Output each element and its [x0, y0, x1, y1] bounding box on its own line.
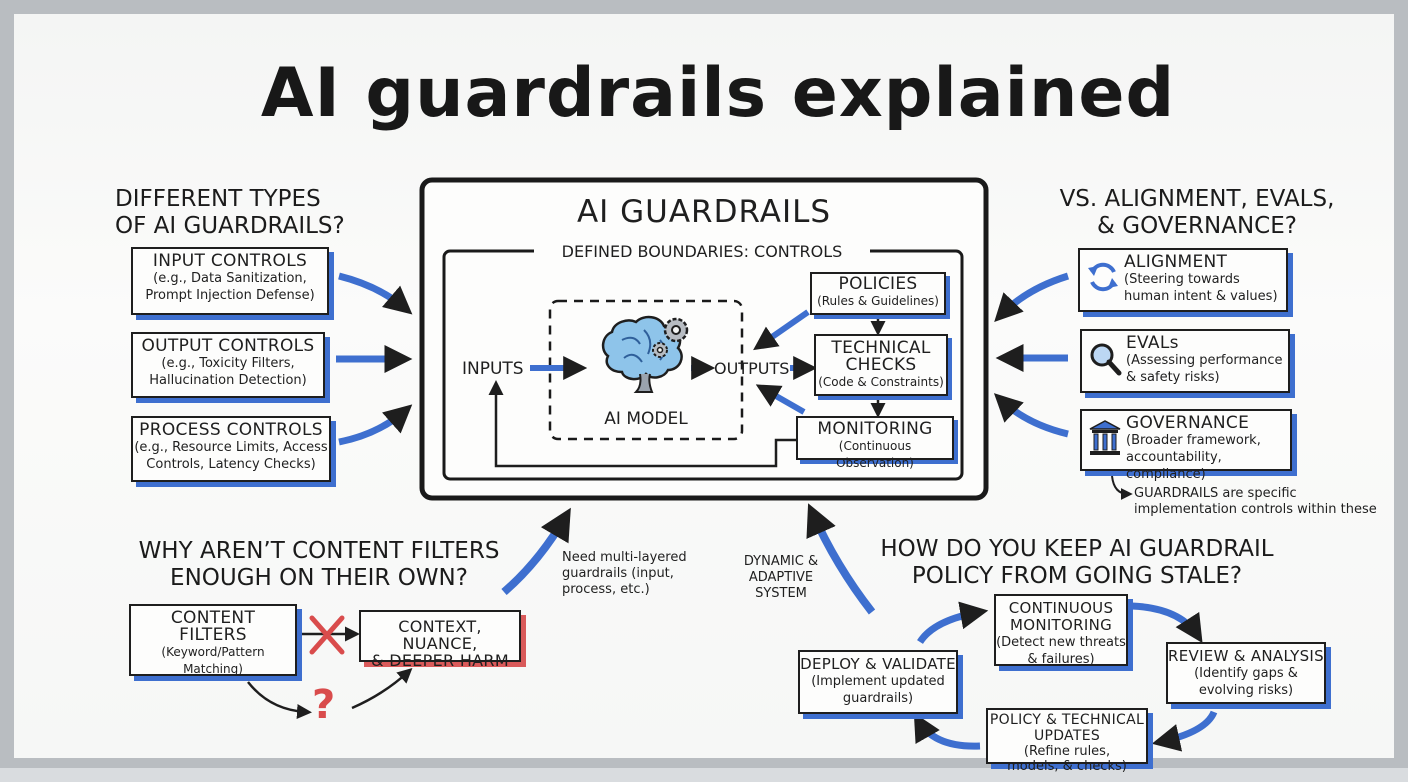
output-controls-detail: (e.g., Toxicity Filters, Hallucination D… [149, 356, 307, 388]
arrow-filters-question [247, 681, 312, 719]
arrow-governance [993, 393, 1069, 438]
dynamic-system-note: DYNAMIC & ADAPTIVE SYSTEM [743, 554, 819, 601]
process-controls-label: PROCESS CONTROLS [139, 420, 323, 440]
boundaries-label: DEFINED BOUNDARIES: CONTROLS [534, 242, 870, 261]
continuous-monitoring-box: CONTINUOUS MONITORING (Detect new threat… [994, 594, 1128, 667]
cycle-arrow-review-updates [1151, 710, 1218, 752]
sync-arrows-icon [1088, 262, 1118, 292]
ai-model-label: AI MODEL [604, 409, 688, 429]
arrow-monitoring-outputs [755, 384, 806, 415]
policies-box: POLICIES (Rules & Guidelines) [810, 272, 946, 315]
red-x-icon [309, 615, 345, 655]
feedback-loop [488, 380, 798, 468]
output-controls-box: OUTPUT CONTROLS (e.g., Toxicity Filters,… [131, 332, 325, 398]
arrow-multilayer [501, 507, 571, 596]
cycle-arrow-deploy-monitoring [917, 601, 989, 645]
versus-heading: VS. ALIGNMENT, EVALS, & GOVERNANCE? [1059, 186, 1335, 239]
input-controls-detail: (e.g., Data Sanitization, Prompt Injecti… [145, 271, 315, 303]
evals-box: EVALs (Assessing performance & safety ri… [1080, 329, 1290, 393]
deploy-validate-detail: (Implement updated guardrails) [811, 674, 945, 706]
alignment-detail: (Steering towards human intent & values) [1124, 272, 1278, 304]
outputs-label: OUTPUTS [714, 359, 790, 378]
context-nuance-label: CONTEXT, NUANCE, & DEEPER HARM [371, 617, 509, 670]
policy-updates-label: POLICY & TECHNICAL UPDATES [989, 712, 1145, 744]
guardrails-heading: AI GUARDRAILS [576, 194, 832, 230]
technical-checks-box: TECHNICAL CHECKS (Code & Constraints) [814, 334, 948, 396]
multilayer-note: Need multi-layered guardrails (input, pr… [562, 550, 687, 597]
filters-heading: WHY AREN’T CONTENT FILTERS ENOUGH ON THE… [138, 538, 500, 591]
alignment-label: ALIGNMENT [1124, 252, 1228, 272]
model-dashed-box [548, 299, 744, 441]
deploy-validate-label: DEPLOY & VALIDATE [800, 655, 956, 673]
context-nuance-box: CONTEXT, NUANCE, & DEEPER HARM [359, 610, 521, 669]
monitoring-label: MONITORING [817, 419, 933, 439]
question-mark-icon: ? [312, 682, 336, 728]
monitoring-box: MONITORING (Continuous Observation) [796, 416, 954, 470]
content-filters-box: CONTENT FILTERS (Keyword/Pattern Matchin… [129, 604, 297, 676]
arrow-dynamic-system [806, 503, 876, 615]
governance-box: GOVERNANCE (Broader framework, accountab… [1080, 409, 1292, 482]
input-controls-label: INPUT CONTROLS [152, 251, 308, 271]
stale-heading: HOW DO YOU KEEP AI GUARDRAIL POLICY FROM… [880, 536, 1274, 589]
arrow-process-controls [338, 404, 413, 446]
evals-detail: (Assessing performance & safety risks) [1126, 353, 1283, 385]
pillars-icon [1089, 420, 1121, 455]
governance-label: GOVERNANCE [1126, 413, 1250, 433]
review-analysis-label: REVIEW & ANALYSIS [1168, 647, 1324, 665]
review-analysis-detail: (Identify gaps & evolving risks) [1194, 666, 1298, 698]
policies-label: POLICIES [838, 274, 918, 294]
alignment-box: ALIGNMENT (Steering towards human intent… [1078, 248, 1288, 312]
page-title: AI guardrails explained [260, 54, 1176, 133]
continuous-monitoring-label: CONTINUOUS MONITORING [1008, 599, 1114, 634]
types-heading: DIFFERENT TYPES OF AI GUARDRAILS? [115, 186, 345, 239]
content-filters-detail: (Keyword/Pattern Matching) [161, 645, 265, 676]
versus-note: GUARDRAILS are specific implementation c… [1134, 486, 1377, 517]
deploy-validate-box: DEPLOY & VALIDATE (Implement updated gua… [798, 650, 958, 714]
magnifier-icon [1090, 343, 1122, 376]
input-controls-box: INPUT CONTROLS (e.g., Data Sanitization,… [131, 247, 329, 315]
cycle-arrow-monitoring-review [1131, 602, 1203, 644]
process-controls-detail: (e.g., Resource Limits, Access Controls,… [134, 440, 328, 472]
technical-checks-label: TECHNICAL CHECKS [831, 338, 931, 375]
brain-gear-icon [601, 315, 689, 393]
note-hook-arrow [1111, 475, 1133, 500]
monitoring-detail: (Continuous Observation) [836, 439, 914, 470]
continuous-monitoring-detail: (Detect new threats & failures) [996, 635, 1126, 667]
policies-detail: (Rules & Guidelines) [817, 294, 939, 308]
arrow-alignment [994, 272, 1070, 323]
arrow-policies-outputs [753, 309, 810, 351]
cycle-arrow-updates-deploy [913, 712, 981, 750]
output-controls-label: OUTPUT CONTROLS [141, 336, 315, 356]
governance-detail: (Broader framework, accountability, comp… [1126, 433, 1261, 482]
policy-updates-box: POLICY & TECHNICAL UPDATES (Refine rules… [986, 708, 1148, 774]
policy-updates-detail: (Refine rules, models, & checks) [1007, 744, 1127, 774]
arrow-input-controls [338, 272, 413, 315]
process-controls-box: PROCESS CONTROLS (e.g., Resource Limits,… [131, 416, 331, 482]
inputs-label: INPUTS [462, 359, 524, 379]
review-analysis-box: REVIEW & ANALYSIS (Identify gaps & evolv… [1166, 642, 1326, 704]
technical-checks-detail: (Code & Constraints) [818, 375, 944, 389]
evals-label: EVALs [1126, 333, 1179, 353]
content-filters-label: CONTENT FILTERS [170, 608, 256, 645]
arrow-question-context [351, 667, 413, 710]
